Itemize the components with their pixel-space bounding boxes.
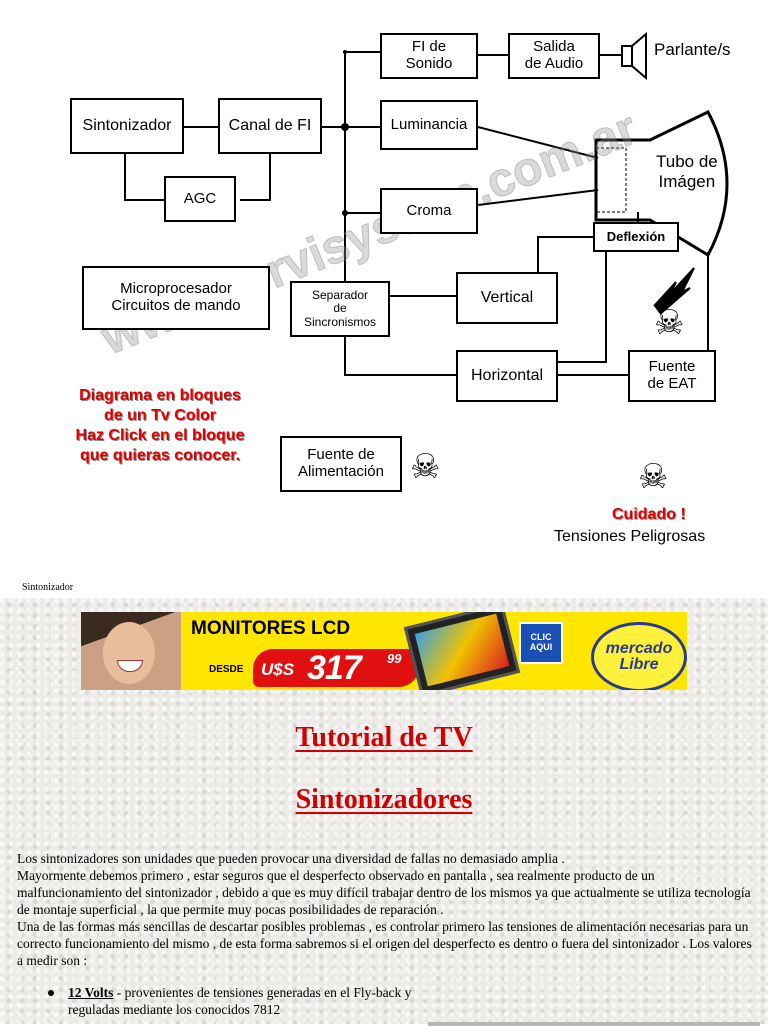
block-label: Microprocesador	[120, 281, 232, 298]
logo-text: Libre	[619, 657, 658, 673]
skull-icon: ☠	[410, 450, 440, 484]
ad-model-photo	[81, 612, 181, 690]
list-item-text: - provenientes de tensiones generadas en…	[68, 985, 411, 1017]
list-item: 12 Volts - provenientes de tensiones gen…	[48, 984, 428, 1018]
article-paragraph: Los sintonizadores son unidades que pued…	[17, 850, 757, 867]
block-label: Circuitos de mando	[111, 298, 240, 315]
parlante-label: Parlante/s	[654, 40, 731, 60]
block-label: Alimentación	[298, 464, 384, 481]
skull-icon: ☠	[654, 306, 684, 340]
block-label: de Audio	[525, 56, 583, 73]
ad-price-cents: 99	[387, 651, 401, 666]
block-label: Vertical	[481, 289, 533, 307]
ad-currency: U$S	[261, 660, 294, 680]
block-label: Croma	[406, 203, 451, 220]
voltage-list: 12 Volts - provenientes de tensiones gen…	[48, 984, 428, 1018]
block-label: Deflexión	[607, 230, 666, 245]
ad-desde: DESDE	[209, 664, 243, 675]
tv-block-diagram: www.servisystem.com.ar Sintonizador Cana…	[0, 0, 768, 560]
block-label: Sincronismos	[304, 316, 376, 329]
block-fi-sonido[interactable]: FI de Sonido	[380, 33, 478, 79]
block-label: Canal de FI	[229, 117, 312, 135]
instruction-line: Haz Click en el bloque	[40, 426, 280, 446]
block-horizontal[interactable]: Horizontal	[456, 350, 558, 402]
block-separador-sincronismos[interactable]: Separador de Sincronismos	[290, 281, 390, 337]
ad-banner[interactable]: MONITORES LCD DESDE U$S 317 99 CLIC AQUI…	[81, 612, 687, 690]
diagram-caption: Sintonizador	[22, 582, 73, 593]
block-microprocesador[interactable]: Microprocesador Circuitos de mando	[82, 266, 270, 330]
bus-junction	[343, 50, 347, 54]
block-label: Fuente	[649, 359, 696, 376]
tutorial-section: MONITORES LCD DESDE U$S 317 99 CLIC AQUI…	[0, 598, 768, 1024]
ad-click-line: AQUI	[530, 643, 553, 653]
block-label: Salida	[533, 39, 575, 56]
ad-model-face	[103, 622, 155, 684]
block-vertical[interactable]: Vertical	[456, 272, 558, 324]
ad-price: 317	[307, 649, 361, 688]
ad-monitor-image	[404, 612, 520, 690]
logo-text: mercado	[606, 641, 673, 657]
block-label: Sintonizador	[83, 117, 172, 135]
block-canal-fi[interactable]: Canal de FI	[218, 98, 322, 154]
block-label: FI de	[412, 39, 446, 56]
mercadolibre-logo[interactable]: mercado Libre	[591, 622, 687, 690]
tubo-label[interactable]: Tubo de Imágen	[656, 152, 718, 193]
ad-click-button[interactable]: CLIC AQUI	[519, 622, 563, 664]
bus-junction	[341, 123, 349, 131]
list-item-label: 12 Volts	[68, 985, 113, 1000]
block-luminancia[interactable]: Luminancia	[380, 100, 478, 150]
block-label: de EAT	[648, 376, 697, 393]
block-label: Sonido	[406, 56, 453, 73]
article-paragraph: Mayormente debemos primero , estar segur…	[17, 867, 757, 918]
page-subtitle: Sintonizadores	[0, 784, 768, 816]
instruction-line: de un Tv Color	[40, 406, 280, 426]
block-label: Horizontal	[471, 367, 543, 385]
instruction-line: Diagrama en bloques	[40, 386, 280, 406]
block-label: de	[333, 302, 346, 315]
article-body: Los sintonizadores son unidades que pued…	[17, 850, 757, 969]
page-title: Tutorial de TV	[0, 722, 768, 754]
warning-label: Cuidado !	[612, 506, 686, 524]
tubo-label-line: Imágen	[656, 172, 718, 192]
ad-monitor-screen	[415, 614, 510, 687]
block-fuente-eat[interactable]: Fuente de EAT	[628, 350, 716, 402]
ad-headline: MONITORES LCD	[191, 618, 350, 640]
diagram-instruction: Diagrama en bloques de un Tv Color Haz C…	[40, 386, 280, 466]
instruction-line: que quieras conocer.	[40, 446, 280, 466]
block-label: Luminancia	[391, 117, 468, 134]
skull-icon: ☠	[638, 460, 668, 494]
block-sintonizador[interactable]: Sintonizador	[70, 98, 184, 154]
block-deflexion[interactable]: Deflexión	[593, 222, 679, 252]
block-salida-audio[interactable]: Salida de Audio	[508, 33, 600, 79]
block-label: Fuente de	[307, 447, 375, 464]
warning-subtitle: Tensiones Peligrosas	[554, 528, 705, 546]
block-label: AGC	[184, 191, 217, 208]
article-paragraph: Una de las formas más sencillas de desca…	[17, 918, 757, 969]
side-divider	[428, 1022, 760, 1026]
block-label: Separador	[312, 289, 368, 302]
block-fuente-alimentacion[interactable]: Fuente de Alimentación	[280, 436, 402, 492]
block-agc[interactable]: AGC	[164, 176, 236, 222]
block-croma[interactable]: Croma	[380, 188, 478, 234]
tubo-label-line: Tubo de	[656, 152, 718, 172]
speaker-icon	[622, 34, 646, 78]
